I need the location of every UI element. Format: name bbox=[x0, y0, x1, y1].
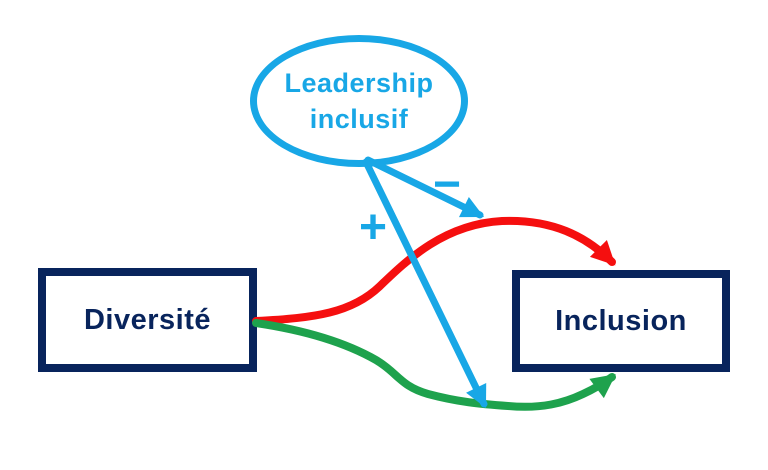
node-leadership-label: Leadership inclusif bbox=[284, 67, 434, 134]
edge-moderation-positive-arrow bbox=[362, 158, 488, 409]
edge-moderation-negative-arrow bbox=[364, 156, 485, 219]
plus-sign-label: + bbox=[359, 201, 387, 254]
node-diversite-label: Diversité bbox=[83, 303, 211, 336]
node-leadership-inclusif: Leadership inclusif bbox=[250, 35, 468, 167]
node-inclusion-label: Inclusion bbox=[555, 304, 687, 337]
node-diversite: Diversité bbox=[38, 268, 257, 372]
node-inclusion: Inclusion bbox=[512, 270, 730, 372]
minus-sign-label: − bbox=[433, 158, 461, 211]
